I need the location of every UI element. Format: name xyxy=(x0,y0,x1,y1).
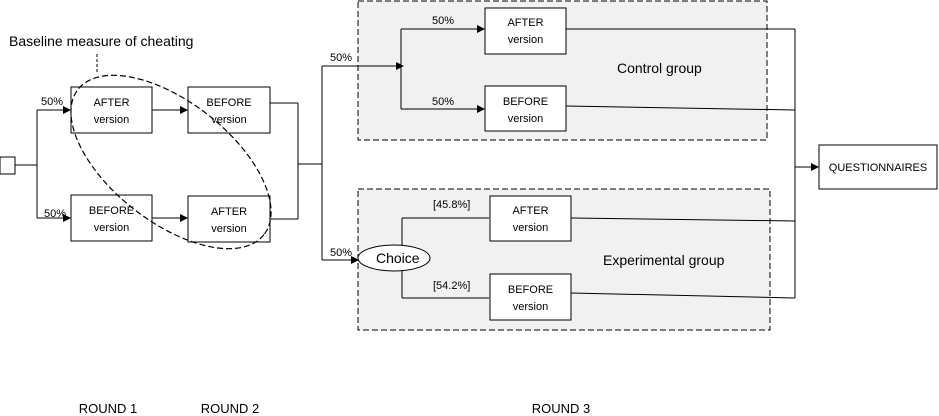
box-label-line1: BEFORE xyxy=(206,97,251,109)
round2-before-box: BEFORE version xyxy=(187,86,271,134)
start-node xyxy=(0,156,16,175)
control-split-pct: 50% xyxy=(330,52,352,64)
box-label-line2: version xyxy=(211,114,246,126)
box-label-line1: AFTER xyxy=(512,205,548,217)
box-label-line1: BEFORE xyxy=(508,284,553,296)
box-label-line1: BEFORE xyxy=(503,96,548,108)
choice-label: Choice xyxy=(376,250,420,266)
round1-after-box: AFTER version xyxy=(70,86,153,134)
experimental-after-box: AFTER version xyxy=(489,195,572,242)
choice-node xyxy=(357,244,431,272)
round1-top-pct: 50% xyxy=(41,96,63,108)
control-top-pct: 50% xyxy=(432,15,454,27)
control-after-box: AFTER version xyxy=(484,7,567,55)
control-before-box: BEFORE version xyxy=(484,85,567,132)
box-label-line1: AFTER xyxy=(93,97,129,109)
round1-before-box: BEFORE version xyxy=(70,194,153,242)
baseline-ellipse xyxy=(70,74,272,250)
round-label-1: ROUND 1 xyxy=(79,401,138,416)
baseline-label: Baseline measure of cheating xyxy=(9,33,193,49)
round-label-3: ROUND 3 xyxy=(532,401,591,416)
experimental-split-pct: 50% xyxy=(330,247,352,259)
box-label-line2: version xyxy=(508,34,543,46)
control-bottom-pct: 50% xyxy=(432,96,454,108)
experimental-before-box: BEFORE version xyxy=(489,273,572,321)
box-label-line2: version xyxy=(508,113,543,125)
connector-lines xyxy=(15,25,819,299)
box-label-line2: version xyxy=(513,222,548,234)
round2-after-box: AFTER version xyxy=(187,195,271,243)
box-label-line1: AFTER xyxy=(211,206,247,218)
box-label-line1: AFTER xyxy=(507,17,543,29)
box-label-line2: version xyxy=(94,114,129,126)
experimental-bottom-pct: [54.2%] xyxy=(433,280,470,292)
experimental-group-label: Experimental group xyxy=(603,252,725,268)
experimental-top-pct: [45.8%] xyxy=(433,199,470,211)
questionnaires-box: QUESTIONNAIRES xyxy=(818,144,938,190)
round-label-2: ROUND 2 xyxy=(201,401,260,416)
box-label-line2: version xyxy=(94,222,129,234)
box-label-line1: BEFORE xyxy=(89,205,134,217)
round1-bottom-pct: 50% xyxy=(44,208,66,220)
questionnaires-label: QUESTIONNAIRES xyxy=(829,162,927,174)
box-label-line2: version xyxy=(211,223,246,235)
box-label-line2: version xyxy=(513,301,548,313)
control-group-label: Control group xyxy=(617,60,702,76)
